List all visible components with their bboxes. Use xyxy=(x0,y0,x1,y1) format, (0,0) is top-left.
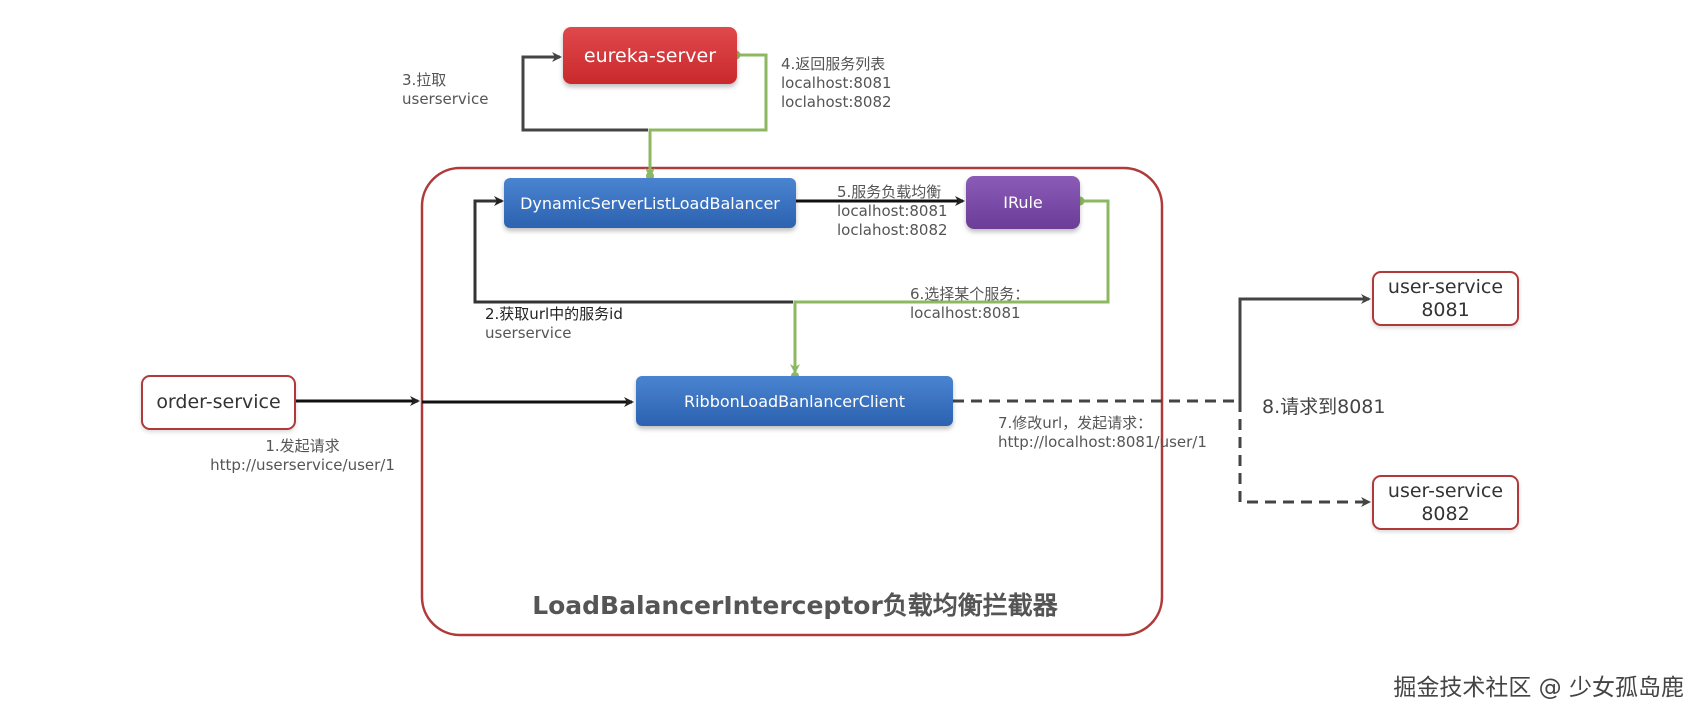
order-service-node: order-service xyxy=(141,375,296,430)
arrow-to-user-service-8081 xyxy=(1238,294,1371,401)
arrow-select-service xyxy=(790,199,1110,374)
arrow-pull-userservice xyxy=(521,52,648,132)
user-service-8081-node: user-service 8081 xyxy=(1372,271,1519,326)
label-step8: 8.请求到8081 xyxy=(1262,396,1386,418)
user-service-8081-name: user-service xyxy=(1387,275,1504,298)
container-title: LoadBalancerInterceptor负载均衡拦截器 xyxy=(532,591,1058,620)
user-service-8082-name: user-service xyxy=(1387,479,1504,502)
label-step7: 7.修改url，发起请求： http://localhost:8081/user… xyxy=(998,414,1207,451)
label-step4: 4.返回服务列表 localhost:8081 loclahost:8082 xyxy=(781,55,892,111)
arrow-return-service-list xyxy=(645,53,768,178)
arrow-to-user-service-8082 xyxy=(1238,401,1371,507)
label-step3: 3.拉取 userservice xyxy=(402,71,489,108)
label-step2: 2.获取url中的服务id userservice xyxy=(485,305,623,342)
label-step1: 1.发起请求 http://userservice/user/1 xyxy=(210,437,395,474)
watermark: 掘金技术社区 @ 少女孤岛鹿 xyxy=(1393,675,1684,701)
irule-node: IRule xyxy=(966,176,1080,229)
dynamic-lb-node: DynamicServerListLoadBalancer xyxy=(504,178,796,228)
user-service-8081-port: 8081 xyxy=(1421,298,1470,321)
user-service-8082-node: user-service 8082 xyxy=(1372,475,1519,530)
eureka-server-node: eureka-server xyxy=(563,27,737,84)
user-service-8082-port: 8082 xyxy=(1421,502,1470,525)
ribbon-client-node: RibbonLoadBanlancerClient xyxy=(636,376,953,426)
label-step5: 5.服务负载均衡 localhost:8081 loclahost:8082 xyxy=(837,183,948,239)
label-step6: 6.选择某个服务： localhost:8081 xyxy=(910,285,1030,322)
arrow-get-service-id xyxy=(473,196,793,304)
